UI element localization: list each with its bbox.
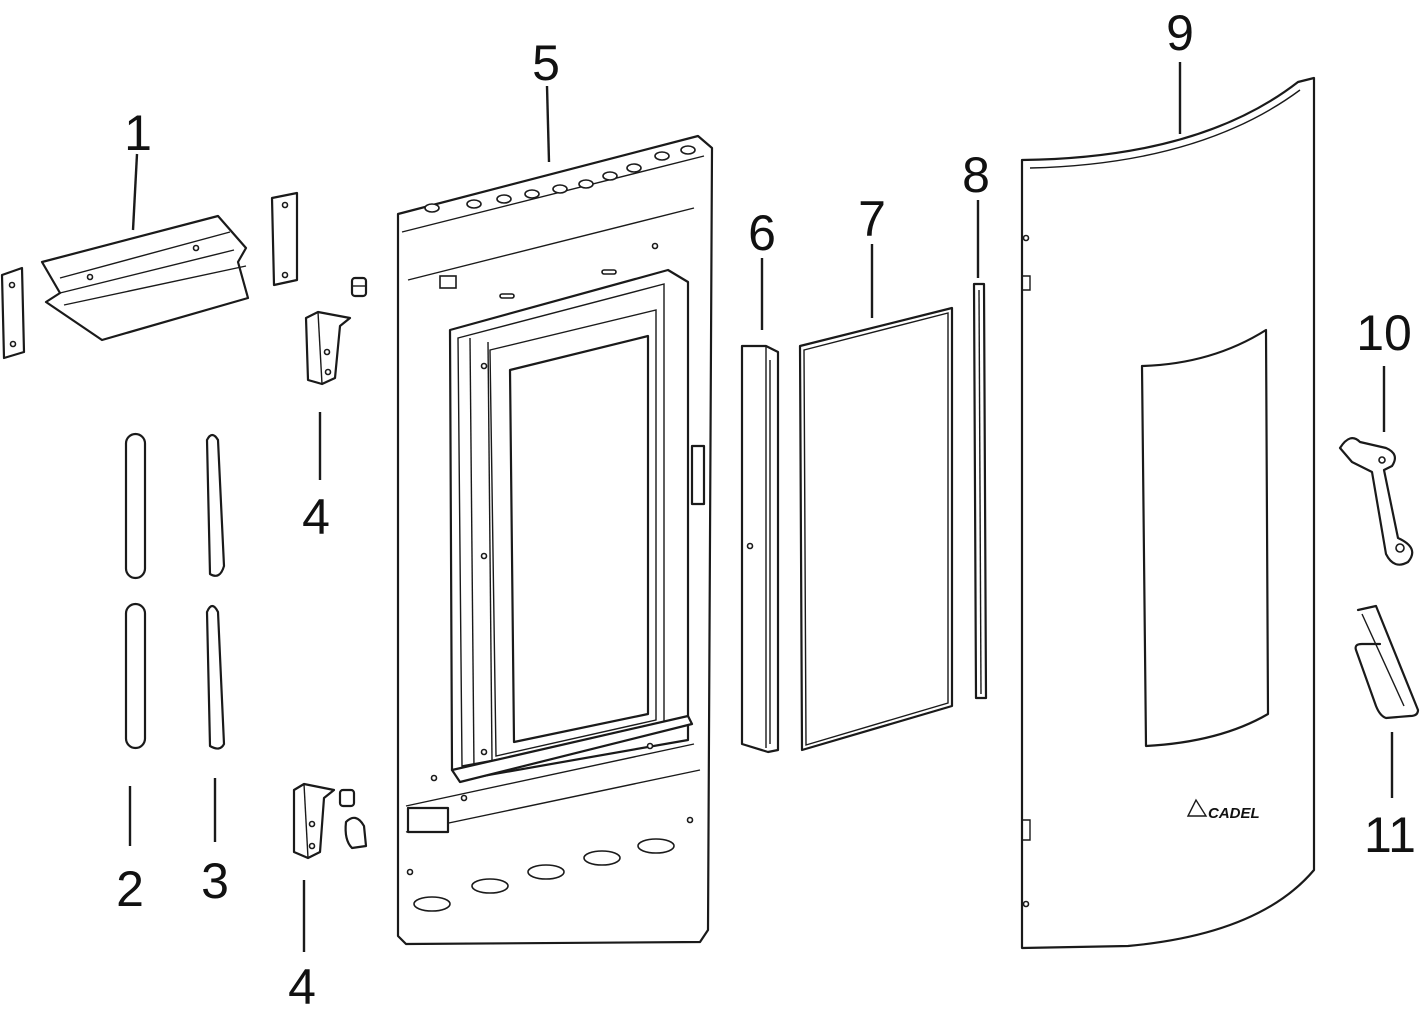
label-7: 7 — [858, 191, 886, 247]
label-10: 10 — [1356, 305, 1412, 361]
part-11-handle — [1354, 604, 1420, 720]
part-4-top-hinge — [304, 276, 368, 386]
label-2: 2 — [116, 861, 144, 917]
label-6: 6 — [748, 205, 776, 261]
part-8-gasket — [972, 282, 988, 700]
part-10-latch-hook — [1338, 437, 1414, 566]
part-4-bottom-hinge — [292, 782, 368, 860]
part-7-glass — [798, 306, 954, 752]
label-11: 11 — [1364, 807, 1416, 863]
part-number-labels: 1 2 3 4 4 5 6 7 8 9 10 11 — [116, 5, 1416, 1015]
part-6-side-channel — [740, 344, 780, 754]
part-1-deflector — [0, 191, 299, 360]
label-4-top: 4 — [302, 489, 330, 545]
part-9-curved-panel: CADEL — [1020, 76, 1316, 950]
label-9: 9 — [1166, 5, 1194, 61]
label-4-bottom: 4 — [288, 959, 316, 1015]
leader-lines — [128, 62, 1394, 952]
part-3-rods — [205, 433, 226, 750]
label-3: 3 — [201, 853, 229, 909]
cadel-logo: CADEL — [1208, 805, 1260, 822]
label-8: 8 — [962, 147, 990, 203]
label-5: 5 — [532, 35, 560, 91]
part-2-rods — [124, 432, 147, 750]
part-5-door-frame — [396, 134, 714, 946]
label-1: 1 — [124, 105, 152, 161]
